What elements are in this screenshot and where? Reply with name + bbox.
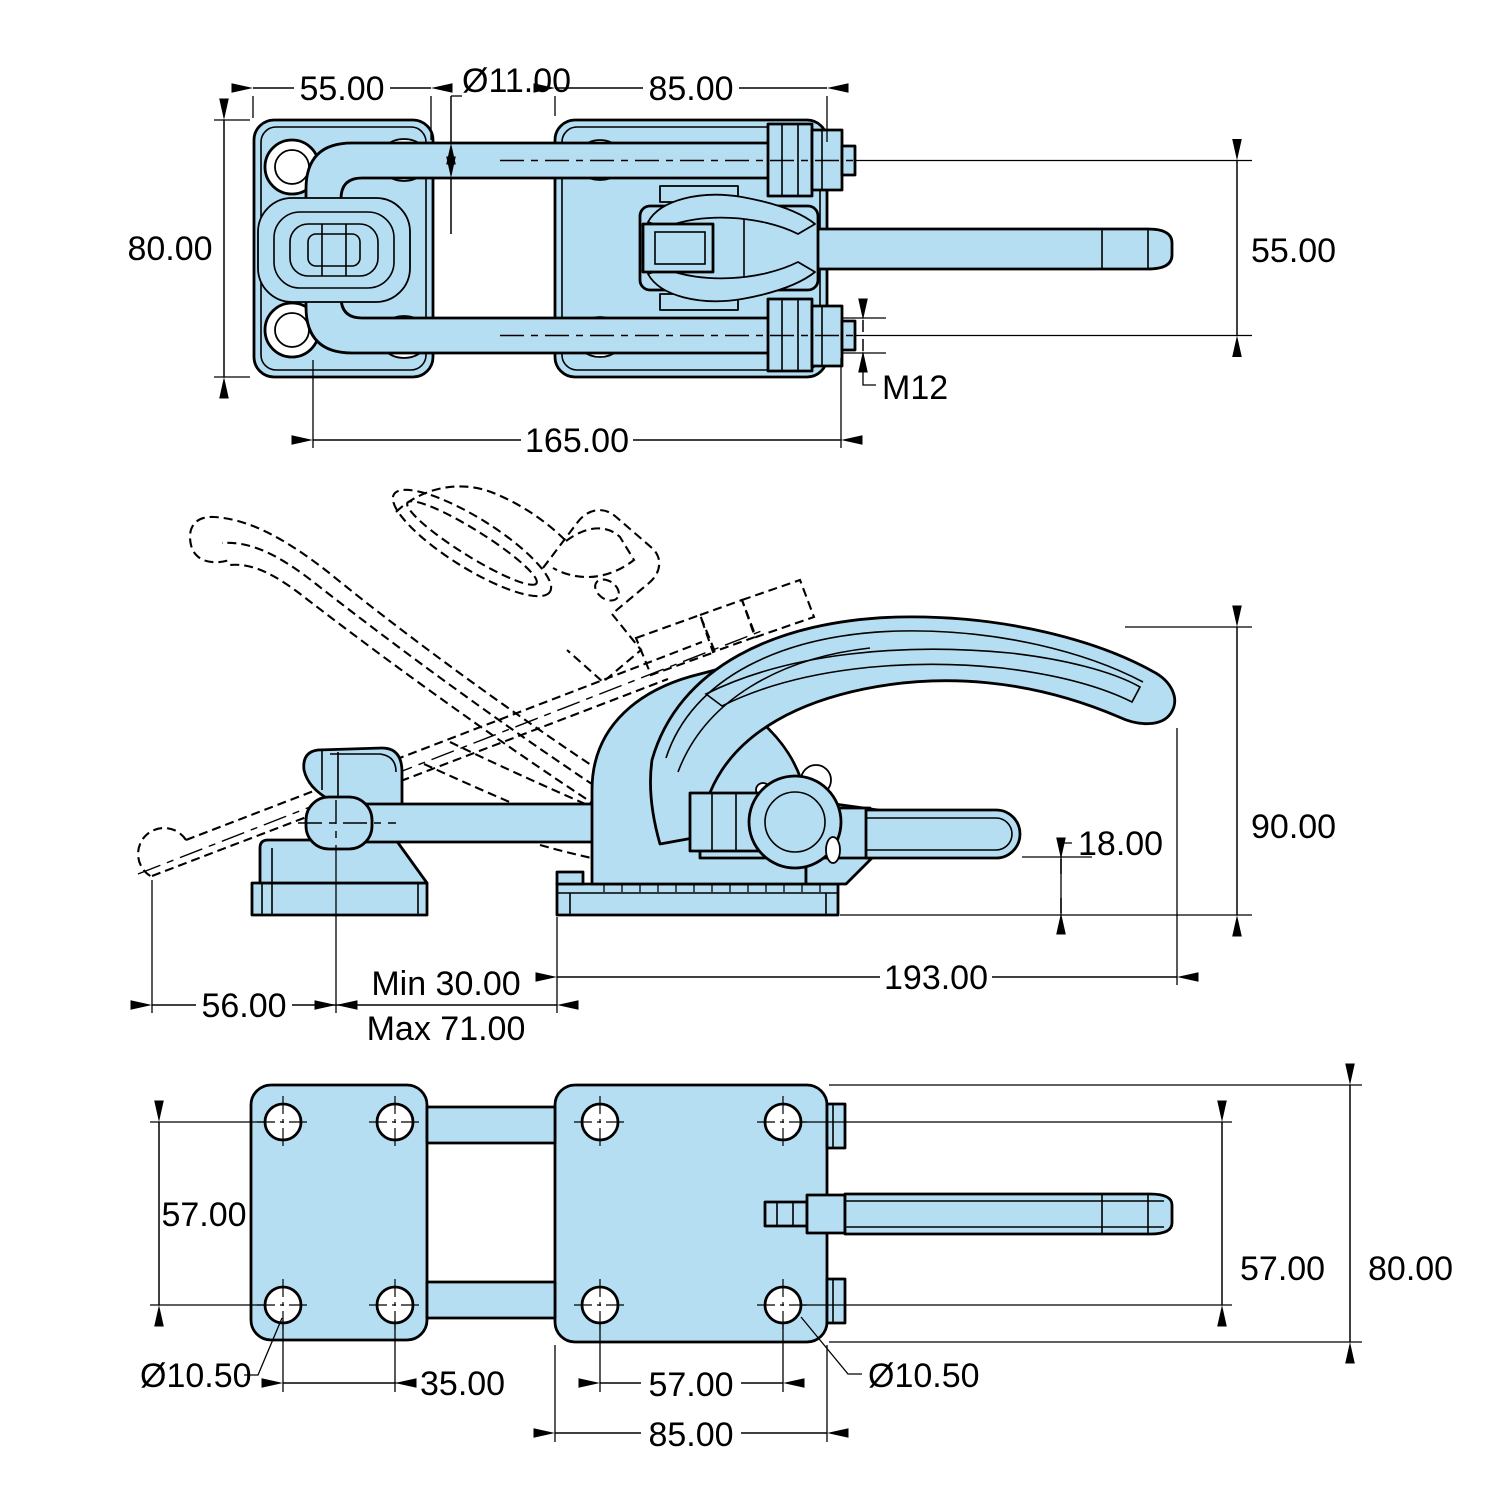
bottom-view: 57.00 Ø10.50 35.00 57.00 85.00 Ø10.50 57…: [140, 1063, 1453, 1454]
dim-bottom-dia-right: Ø10.50: [868, 1357, 980, 1395]
dim-bottom-80: 80.00: [1368, 1250, 1453, 1288]
dim-side-max71: Max 71.00: [367, 1010, 526, 1048]
top-view: 55.00 Ø11.00 85.00 80.00 55.00 165.00 M1…: [127, 62, 1336, 460]
bottom-rod-top: [425, 1105, 557, 1145]
dim-top-80: 80.00: [127, 230, 212, 268]
dim-top-m12: M12: [882, 369, 948, 407]
dim-side-min30: Min 30.00: [371, 965, 520, 1003]
pivot-boss: [747, 774, 843, 870]
dim-top-55: 55.00: [299, 70, 384, 108]
side-view: 90.00 18.00 193.00 56.00 Min 30.00 Max 7…: [130, 485, 1336, 1048]
catch-bail: [257, 197, 411, 303]
dim-side-18: 18.00: [1078, 825, 1163, 863]
dim-top-165: 165.00: [525, 422, 629, 460]
dim-bottom-85: 85.00: [648, 1416, 733, 1454]
dim-side-193: 193.00: [884, 959, 988, 997]
dim-bottom-57-left: 57.00: [161, 1196, 246, 1234]
bottom-rod-bottom: [425, 1280, 557, 1320]
dim-top-55-right: 55.00: [1251, 232, 1336, 270]
dim-side-90: 90.00: [1251, 808, 1336, 846]
bolt-holes: [257, 1096, 809, 1331]
catch-foot: [250, 881, 429, 917]
dim-bottom-35: 35.00: [420, 1365, 505, 1403]
dim-bottom-57-mid: 57.00: [648, 1366, 733, 1404]
clamp-base: [555, 882, 840, 917]
grip: [864, 808, 1022, 860]
dim-bottom-dia-left: Ø10.50: [140, 1357, 252, 1395]
bottom-handle-bar: [843, 1192, 1174, 1236]
bottom-left-plate: [249, 1083, 429, 1342]
dim-bottom-57-right: 57.00: [1240, 1250, 1325, 1288]
open-position-phantom: [137, 485, 816, 881]
dim-top-85: 85.00: [648, 70, 733, 108]
dim-top-dia11: Ø11.00: [462, 62, 571, 100]
dim-side-56: 56.00: [201, 987, 286, 1025]
